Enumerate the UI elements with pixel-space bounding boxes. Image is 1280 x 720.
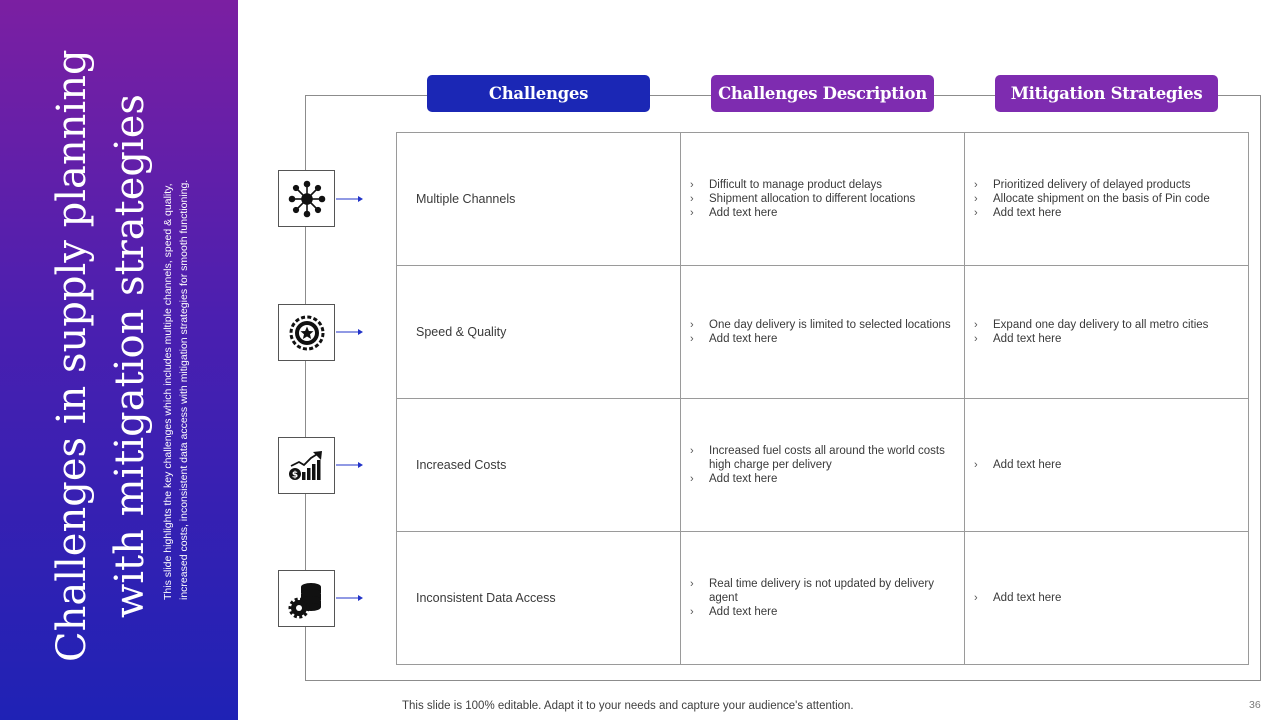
slide-subtitle-line-1: This slide highlights the key challenges… xyxy=(162,183,174,600)
row-3-arrow-icon xyxy=(336,462,363,468)
table-row-1-challenge: Multiple Channels xyxy=(397,133,681,266)
list-item: Add text here xyxy=(690,332,951,346)
challenge-label: Speed & Quality xyxy=(416,325,507,339)
list-item: Prioritized delivery of delayed products xyxy=(974,178,1210,192)
footer-note: This slide is 100% editable. Adapt it to… xyxy=(402,700,854,712)
database-gear-icon xyxy=(278,570,335,627)
row-4-arrow-icon xyxy=(336,595,363,601)
challenge-label: Increased Costs xyxy=(416,458,507,472)
challenge-label: Multiple Channels xyxy=(416,192,516,206)
title-panel: Challenges in supply planning with mitig… xyxy=(0,0,238,720)
list-item: One day delivery is limited to selected … xyxy=(690,318,951,332)
table-row-1-mitigation: Prioritized delivery of delayed products… xyxy=(965,133,1248,266)
page-number: 36 xyxy=(1249,699,1261,711)
list-item: Real time delivery is not updated by del… xyxy=(690,577,954,605)
slide-title-line-1: Challenges in supply planning xyxy=(49,49,95,662)
table-row-3-mitigation: Add text here xyxy=(965,399,1248,532)
slide-title-line-2: with mitigation strategies xyxy=(107,94,153,618)
table-row-4-mitigation: Add text here xyxy=(965,532,1248,664)
svg-text:$: $ xyxy=(291,470,297,480)
table-row-2-mitigation: Expand one day delivery to all metro cit… xyxy=(965,266,1248,399)
table-row-4-challenge: Inconsistent Data Access xyxy=(397,532,681,664)
table-row-2-challenge: Speed & Quality xyxy=(397,266,681,399)
list-item: Add text here xyxy=(690,605,954,619)
header-mitigation-strategies: Mitigation Strategies xyxy=(995,75,1218,112)
list-item: Add text here xyxy=(690,472,954,486)
challenge-label: Inconsistent Data Access xyxy=(416,591,556,605)
list-item: Allocate shipment on the basis of Pin co… xyxy=(974,192,1210,206)
header-challenges-description: Challenges Description xyxy=(711,75,934,112)
table-row-3-challenge: Increased Costs xyxy=(397,399,681,532)
row-2-arrow-icon xyxy=(336,329,363,335)
table-row-1-description: Difficult to manage product delays Shipm… xyxy=(681,133,965,266)
challenges-table: Multiple Channels Difficult to manage pr… xyxy=(396,132,1249,665)
list-item: Add text here xyxy=(974,332,1208,346)
header-challenges: Challenges xyxy=(427,75,650,112)
row-1-arrow-icon xyxy=(336,196,363,202)
network-hub-icon xyxy=(278,170,335,227)
list-item: Add text here xyxy=(974,458,1061,472)
quality-badge-icon xyxy=(278,304,335,361)
list-item: Add text here xyxy=(974,591,1061,605)
list-item: Increased fuel costs all around the worl… xyxy=(690,444,954,472)
cost-growth-chart-icon: $ xyxy=(278,437,335,494)
table-row-4-description: Real time delivery is not updated by del… xyxy=(681,532,965,664)
table-row-2-description: One day delivery is limited to selected … xyxy=(681,266,965,399)
list-item: Add text here xyxy=(974,206,1210,220)
list-item: Add text here xyxy=(690,206,915,220)
slide-subtitle-line-2: increased costs, inconsistent data acces… xyxy=(178,179,190,600)
list-item: Difficult to manage product delays xyxy=(690,178,915,192)
table-row-3-description: Increased fuel costs all around the worl… xyxy=(681,399,965,532)
list-item: Expand one day delivery to all metro cit… xyxy=(974,318,1208,332)
list-item: Shipment allocation to different locatio… xyxy=(690,192,915,206)
